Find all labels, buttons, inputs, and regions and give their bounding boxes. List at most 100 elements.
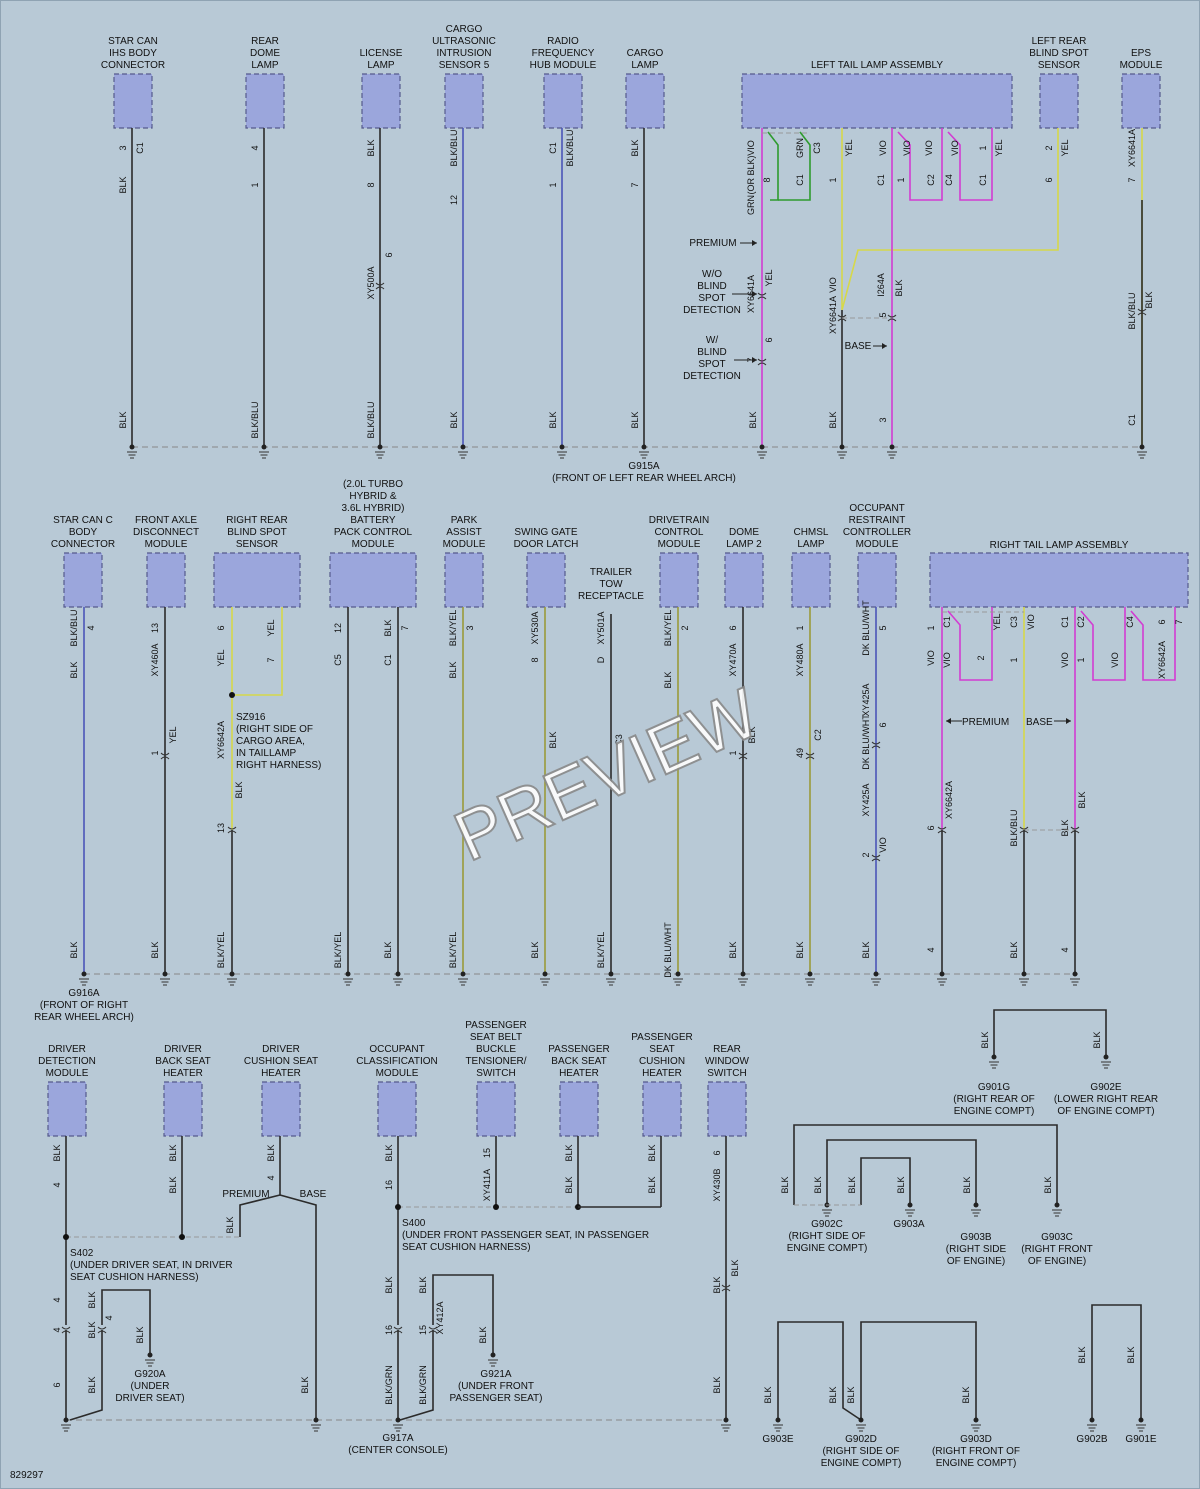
component-box[interactable] [625,73,665,129]
wire-label: YEL [844,139,854,156]
component-box[interactable] [929,552,1189,608]
ground-symbol [1070,971,1080,986]
ground-symbol [375,444,385,459]
wire-label: 1 [978,145,988,150]
wire-label: D [596,656,606,663]
component-box[interactable] [444,552,484,608]
component-box[interactable] [47,1081,87,1137]
wire-label: BLK/BLU [69,609,79,646]
wire-label: BLK/YEL [333,932,343,969]
component-box[interactable] [707,1081,747,1137]
component-box[interactable] [791,552,831,608]
component-box[interactable] [741,73,1013,129]
wire-label: XY6641A [1127,129,1137,167]
component-box[interactable] [724,552,764,608]
wire-s400-branch [432,1274,494,1355]
component-box[interactable] [146,552,186,608]
component-box[interactable] [361,73,401,129]
wire-label: BLK [168,1144,178,1161]
wire-rt-loop-c [1130,607,1176,681]
wire-label: C1 [135,142,145,154]
ground-symbol [127,444,137,459]
wire-label: 6 [878,722,888,727]
wire-label: 1 [828,177,838,182]
option-label: BASE [300,1189,327,1200]
component-box[interactable] [63,552,103,608]
component-box[interactable] [1039,73,1079,129]
component-box[interactable] [857,552,897,608]
component-box[interactable] [543,73,583,129]
ground-symbol [1052,1202,1062,1217]
splice-dot [229,692,235,698]
component-6[interactable]: LEFT TAIL LAMP ASSEMBLY [741,60,1013,129]
component-box[interactable] [245,73,285,129]
component-box[interactable] [163,1081,203,1137]
wire-label: BLK/YEL [448,610,458,647]
wire-label: 6 [52,1382,62,1387]
wire-label: XY412A [435,1301,445,1334]
wire-label: BLK [747,726,757,743]
inline-connector [757,358,767,366]
wire-label: BLK [630,411,640,428]
wire-strap-e [860,1321,977,1420]
wire-label: BLK [1077,1346,1087,1363]
wire-label: BLK [1126,1346,1136,1363]
wire-label: VIO [950,140,960,156]
component-box[interactable] [329,552,417,608]
component-box[interactable] [642,1081,682,1137]
component-box[interactable] [659,552,699,608]
wire-label: BLK [418,1276,428,1293]
wire-label: BLK [478,1326,488,1343]
component-box[interactable] [444,73,484,129]
component-box[interactable] [526,552,566,608]
component-box[interactable] [377,1081,417,1137]
component-19[interactable]: RIGHT TAIL LAMP ASSEMBLY [929,540,1189,608]
component-box[interactable] [1121,73,1161,129]
wire-strap-g901g-g902e [993,1009,1107,1057]
wire-label: YEL [1060,139,1070,156]
wire-label: 2 [1044,145,1054,150]
component-box[interactable] [261,1081,301,1137]
wire-label: C1 [942,616,952,628]
component-box[interactable] [476,1081,516,1137]
component-box[interactable] [213,552,301,608]
wire-label: BLK [266,1144,276,1161]
component-box[interactable] [113,73,153,129]
ground-label: G903A [893,1219,924,1230]
component-box[interactable] [559,1081,599,1137]
wire-vio-loop-a [897,128,943,201]
wire-label: XY6642A [1157,641,1167,679]
ground-symbol [259,444,269,459]
